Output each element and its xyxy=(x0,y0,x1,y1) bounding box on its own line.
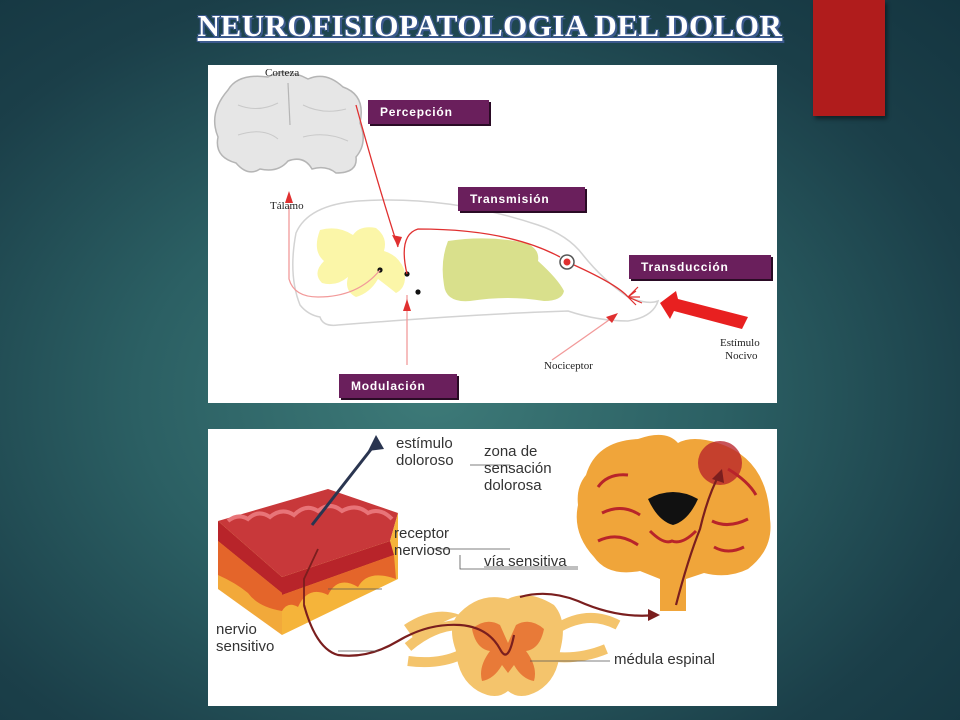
perception-stage-label: Percepción xyxy=(368,100,489,124)
transmission-stage-label: Transmisión xyxy=(458,187,585,211)
sensory-pathway-illustration xyxy=(218,434,771,696)
nociceptor-label: Nociceptor xyxy=(544,360,593,372)
painful-stimulus-label: estímulo doloroso xyxy=(396,435,454,469)
transduction-stage-label: Transducción xyxy=(629,255,771,279)
pain-pathway-illustration xyxy=(213,71,748,365)
dorsal-root-ganglion xyxy=(442,238,564,302)
pain-zone-label: zona de sensación dolorosa xyxy=(484,443,552,494)
stimulus-line-2: Nocivo xyxy=(725,350,758,362)
sensory-nerve-line-2: sensitivo xyxy=(216,638,275,655)
cortex-shape xyxy=(213,71,364,174)
nerve-receptor-label: receptor nervioso xyxy=(394,525,451,559)
skin-block-top xyxy=(218,489,398,577)
decorative-red-tab xyxy=(813,0,885,116)
pain-pathway-diagram: Corteza Tálamo Nociceptor Estímulo Nociv… xyxy=(208,65,777,403)
nerve-receptor-line-2: nervioso xyxy=(394,542,451,559)
cortex-label: Corteza xyxy=(265,67,300,79)
sensory-nerve-line-1: nervio xyxy=(216,621,257,638)
noxious-stimulus-label: Estímulo Nocivo xyxy=(720,337,760,363)
spinal-cord-label: médula espinal xyxy=(614,651,715,668)
spinal-section-outline xyxy=(292,199,660,327)
pain-zone-line-1: zona de xyxy=(484,443,538,460)
painful-stimulus-line-2: doloroso xyxy=(396,452,454,469)
grey-matter-shape xyxy=(316,227,405,297)
noxious-stimulus-arrow xyxy=(660,291,748,329)
slide-title: NEUROFISIOPATOLOGIA DEL DOLOR xyxy=(197,8,783,43)
sensory-nerve-path xyxy=(302,604,516,657)
sensory-pathway-diagram: estímulo doloroso receptor nervioso nerv… xyxy=(208,429,777,706)
pain-sensation-zone xyxy=(698,441,742,485)
painful-stimulus-line-1: estímulo xyxy=(396,435,453,452)
sensory-pathway-label: vía sensitiva xyxy=(484,553,567,570)
sensory-nerve-label: nervio sensitivo xyxy=(216,621,274,655)
pain-zone-line-3: dolorosa xyxy=(484,477,542,494)
thalamus-label: Tálamo xyxy=(270,200,304,212)
pain-zone-line-2: sensación xyxy=(484,460,552,477)
nerve-receptor-line-1: receptor xyxy=(394,525,450,542)
stimulus-line-1: Estímulo xyxy=(720,337,760,349)
stimulus-needle xyxy=(310,442,378,526)
modulation-stage-label: Modulación xyxy=(339,374,457,398)
